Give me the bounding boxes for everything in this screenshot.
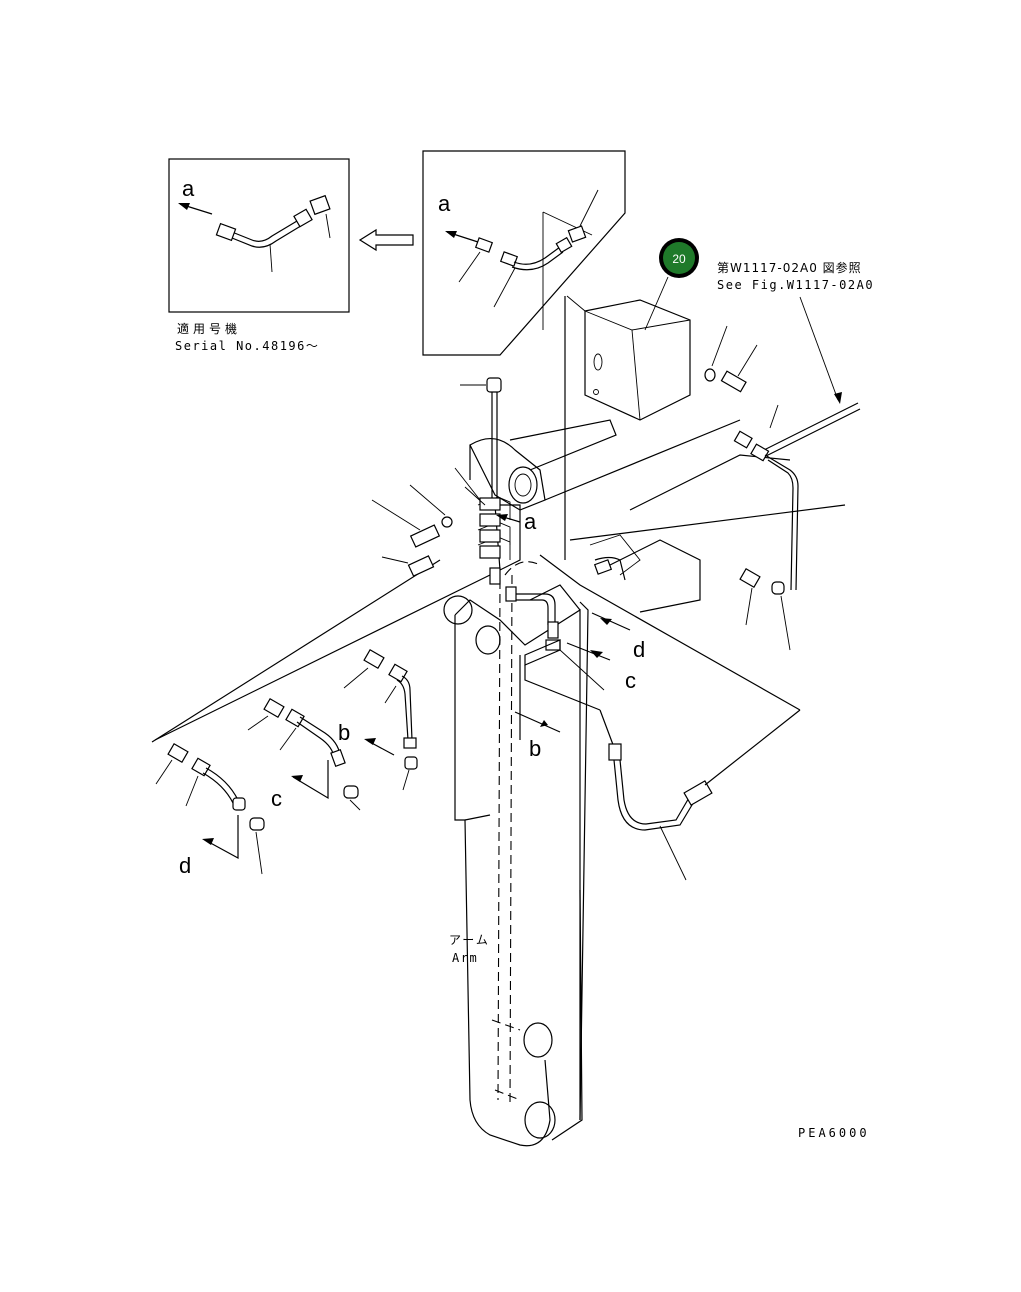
callout-arrow-head	[445, 231, 457, 238]
direction-labels: b c d b c d	[179, 612, 645, 878]
drawing-code: PEA6000	[798, 1126, 870, 1140]
arrow-d-right-head	[600, 618, 612, 625]
serial-note-jp: 適用号機	[177, 321, 241, 336]
detail-arrow-head	[178, 203, 190, 210]
serial-note-en: Serial No.48196～	[175, 339, 319, 353]
view-direction-arrow	[358, 228, 414, 252]
badge-number: 20	[672, 252, 686, 266]
cover-bolt	[704, 325, 758, 393]
left-pipe-lower	[155, 742, 265, 875]
reference-leader-head	[834, 392, 842, 404]
connection-block	[371, 377, 502, 585]
reference-note-jp: 第W1117-02A0 図参照	[717, 260, 862, 275]
left-pipe-middle	[247, 697, 361, 811]
label-d-right: d	[633, 637, 645, 662]
detail-view-frame	[168, 158, 350, 313]
detail-view: a 適用号機 Serial No.48196～	[168, 158, 350, 353]
arm-label-jp: アーム	[449, 933, 490, 947]
arrow-b-mid-head	[540, 720, 548, 727]
arrow-b-mid-line	[514, 711, 561, 733]
detail-pipe	[215, 194, 331, 273]
main-arrow-a-head	[496, 514, 508, 521]
right-piping	[733, 402, 861, 651]
arrow-c-left-head	[291, 775, 303, 782]
label-b-left: b	[338, 720, 350, 745]
lower-right-hose	[608, 709, 801, 881]
boom-structure	[151, 296, 846, 1147]
reference-note-en: See Fig.W1117-02A0	[717, 278, 874, 292]
arrow-c-right-line	[566, 642, 611, 661]
detail-label-a: a	[182, 176, 195, 201]
callout-view-frame	[422, 150, 626, 356]
callout-pipe	[458, 189, 599, 308]
arrow-b-left-head	[364, 738, 376, 745]
badge-inner	[663, 242, 695, 274]
arrow-c-right-head	[590, 650, 603, 658]
callout-view: a	[422, 150, 626, 356]
reference-badge: 20	[659, 238, 699, 278]
label-c-right: c	[625, 668, 636, 693]
arrow-d-left-head	[202, 838, 214, 845]
arm-label-en: Arm	[452, 951, 478, 965]
main-label-a: a	[524, 509, 537, 534]
center-hose	[505, 556, 626, 751]
badge-leader	[644, 276, 669, 331]
callout-label-a: a	[438, 191, 451, 216]
cover-plate	[566, 295, 691, 421]
reference-leader	[799, 296, 839, 401]
label-d-left: d	[179, 853, 191, 878]
label-c-left: c	[271, 786, 282, 811]
left-pipe-upper	[343, 648, 418, 791]
arrow-d-right-line	[591, 612, 631, 631]
label-b-mid: b	[529, 736, 541, 761]
